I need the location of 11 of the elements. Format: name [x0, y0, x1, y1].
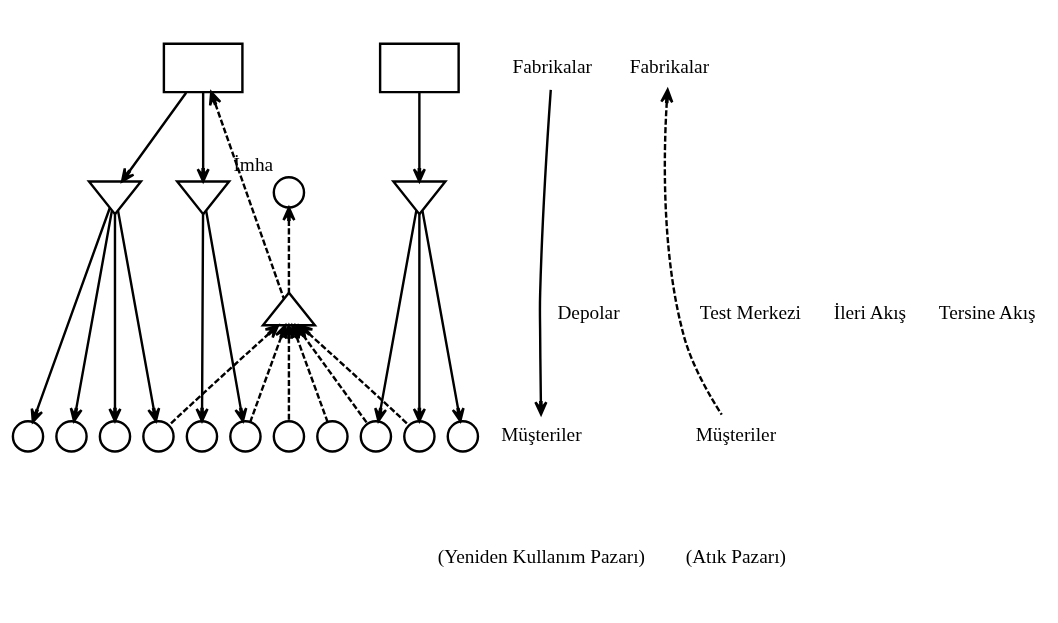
node-text: Müşteriler	[501, 423, 582, 445]
label: Test Merkezi	[699, 301, 801, 323]
node-text: Fabrikalar	[629, 55, 710, 77]
node-text: Müşteriler	[695, 423, 777, 445]
label: Tersine Akış	[938, 301, 1036, 323]
node-label: İmha	[233, 153, 274, 175]
node-text: Fabrikalar	[512, 55, 592, 77]
label: Depolar	[557, 301, 620, 323]
label: İleri Akış	[833, 301, 907, 323]
label: (Atık Pazarı)	[685, 545, 786, 567]
label: (Yeniden Kullanım Pazarı)	[437, 545, 645, 567]
